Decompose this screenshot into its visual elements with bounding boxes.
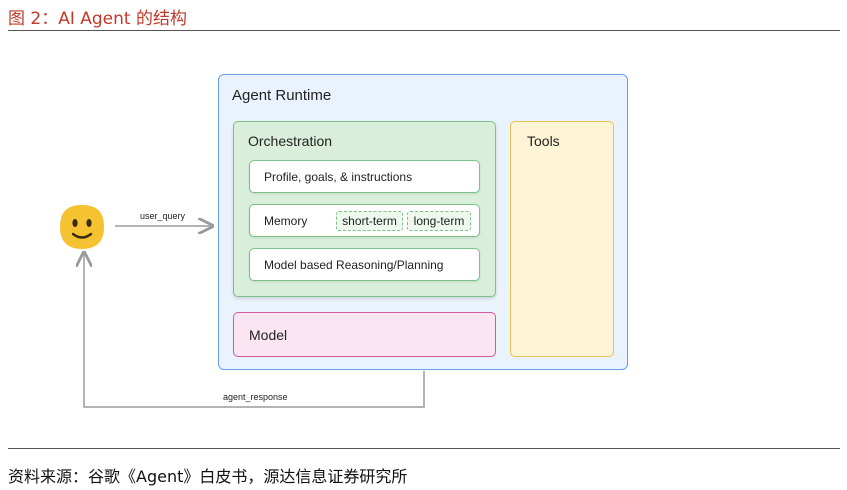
agent-response-arrow [84, 253, 425, 408]
reasoning-planning-label: Model based Reasoning/Planning [264, 257, 444, 272]
model-label: Model [249, 326, 288, 343]
memory-label: Memory [264, 213, 308, 228]
memory-long-term-label: long-term [413, 214, 465, 228]
reasoning-planning-box: Model based Reasoning/Planning [249, 248, 480, 281]
tools-label: Tools [527, 133, 560, 149]
smiley-face-icon [60, 205, 104, 249]
profile-goals-box: Profile, goals, & instructions [249, 160, 480, 193]
figure-title: 图 2：AI Agent 的结构 [8, 9, 187, 29]
memory-box: Memory [249, 204, 480, 237]
user-query-label: user_query [140, 211, 186, 221]
tools-box [510, 121, 614, 357]
top-rule [8, 30, 840, 31]
memory-short-term-chip: short-term [336, 211, 403, 231]
agent-runtime-title: Agent Runtime [232, 87, 332, 104]
bottom-rule [8, 448, 840, 449]
profile-goals-label: Profile, goals, & instructions [264, 169, 413, 184]
orchestration-title: Orchestration [248, 133, 333, 149]
memory-long-term-chip: long-term [407, 211, 471, 231]
agent-response-label: agent_response [223, 392, 288, 402]
figure-source: 资料来源：谷歌《Agent》白皮书，源达信息证券研究所 [8, 467, 408, 486]
model-box: Model [233, 312, 496, 357]
memory-short-term-label: short-term [342, 214, 397, 228]
